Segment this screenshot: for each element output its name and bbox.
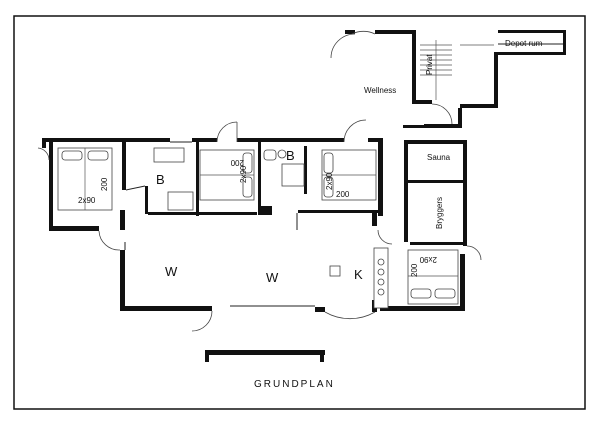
bed3-width: 2x90 xyxy=(325,172,334,190)
bed1-width: 2x90 xyxy=(78,196,96,205)
room-label-k: K xyxy=(354,267,363,282)
room-label-bryggers: Bryggers xyxy=(435,197,444,229)
bed3-length: 200 xyxy=(336,190,350,199)
room-label-w2: W xyxy=(266,270,279,285)
bed4-length: 200 xyxy=(410,263,419,277)
room-labels: W W K B B Wellness Sauna Bryggers Privat… xyxy=(156,39,543,285)
room-label-sauna: Sauna xyxy=(427,153,451,162)
room-label-depot: Depot rum xyxy=(505,39,543,48)
room-label-b2: B xyxy=(286,148,295,163)
bed2-width: 2x90 xyxy=(239,165,248,183)
bed4-width: 2x90 xyxy=(419,255,437,264)
bed-dimensions: 2x90 200 2x90 200 2x90 200 2x90 200 xyxy=(78,158,437,277)
plan-title: GRUNDPLAN xyxy=(254,379,335,390)
room-label-b1: B xyxy=(156,172,165,187)
room-label-privat: Privat xyxy=(425,54,434,75)
room-label-wellness: Wellness xyxy=(364,86,396,95)
bed1-length: 200 xyxy=(100,177,109,191)
doors xyxy=(37,30,482,332)
walls xyxy=(42,30,566,362)
room-label-w1: W xyxy=(165,264,178,279)
sheet-frame xyxy=(13,15,586,410)
bed2-length: 200 xyxy=(230,158,244,167)
fixtures xyxy=(57,40,563,309)
